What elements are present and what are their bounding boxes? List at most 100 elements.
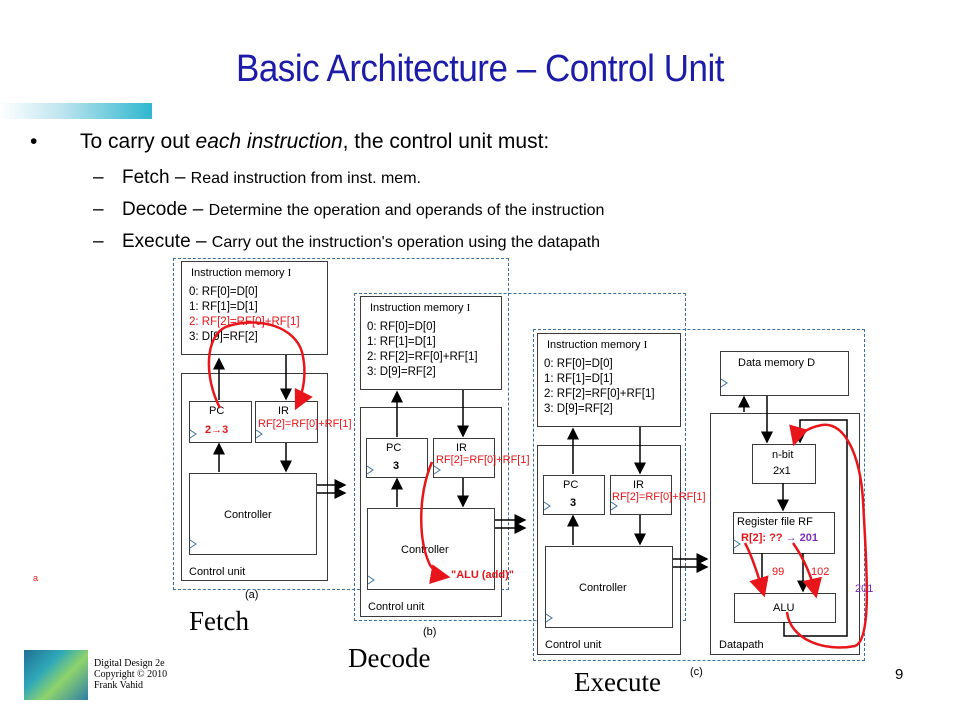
- bullet-glyph: •: [30, 130, 38, 153]
- register-arrow: →: [785, 532, 797, 544]
- phase-execute: Execute: [574, 667, 661, 697]
- clock-marker: [367, 575, 375, 585]
- pc-label: PC: [563, 479, 579, 491]
- control-unit-label: Control unit: [545, 639, 602, 651]
- panel-a-ir-value: RF[2]=RF[0]+RF[1]: [258, 418, 352, 430]
- footer-book: Digital Design 2e: [94, 658, 165, 669]
- data-memory: Data memory D: [720, 351, 849, 396]
- ir-label: IR: [633, 479, 644, 491]
- panel-c-controller: Controller: [545, 546, 673, 628]
- imem-symbol: I: [643, 339, 648, 351]
- dash: –: [174, 167, 186, 188]
- pc-label: PC: [386, 442, 402, 454]
- main-bullet-text: To carry out each instruction, the contr…: [80, 130, 549, 154]
- dash: –: [93, 231, 104, 252]
- footer-copyright: Copyright © 2010: [94, 669, 168, 680]
- mux-label-2: 2x1: [773, 465, 791, 477]
- read-operand-b: [791, 542, 822, 599]
- register-entry-new: 201: [799, 532, 819, 544]
- mux-label-1: n-bit: [772, 449, 794, 461]
- phase-decode: Decode: [348, 643, 431, 673]
- clock-marker: [733, 539, 741, 549]
- instruction-line: 1: RF[1]=D[1]: [367, 336, 436, 348]
- instruction-line: 2: RF[2]=RF[0]+RF[1]: [544, 388, 655, 400]
- controller-label: Controller: [579, 582, 627, 594]
- pc-value: 3: [570, 497, 577, 509]
- main-emph: each instruction: [195, 130, 343, 153]
- imem-title: Instruction memory I: [547, 339, 647, 351]
- instruction-line: 0: RF[0]=D[0]: [544, 358, 613, 370]
- register-entry-old: R[2]: ??: [741, 532, 783, 544]
- alu-op-label: "ALU (add)": [451, 569, 514, 581]
- instruction-line: 3: D[9]=RF[2]: [367, 366, 436, 378]
- panel-b-frame: [354, 293, 686, 621]
- sub-name: Decode: [122, 199, 188, 220]
- imem-symbol: I: [466, 302, 471, 314]
- writeback-arrow: [785, 423, 869, 649]
- controller-label: Controller: [224, 509, 272, 521]
- clock-marker: [720, 378, 728, 388]
- instruction-line: 2: RF[2]=RF[0]+RF[1]: [367, 351, 478, 363]
- clock-marker: [545, 613, 553, 623]
- instruction-line: 1: RF[1]=D[1]: [189, 301, 258, 313]
- read-operand-a: [743, 542, 769, 598]
- imem-title: Instruction memory I: [370, 302, 470, 314]
- panel-a-caption: (a): [245, 589, 259, 601]
- decode-arrow: [420, 461, 451, 584]
- dash: –: [93, 167, 104, 188]
- register-entry: R[2]: ?? → 201: [741, 532, 818, 544]
- wire: [783, 419, 848, 637]
- pc-value: 3: [393, 460, 400, 472]
- phase-fetch: Fetch: [189, 606, 249, 636]
- instruction-line: 1: RF[1]=D[1]: [544, 373, 613, 385]
- clock-marker: [255, 429, 263, 439]
- imem-label: Instruction memory: [547, 339, 641, 351]
- footer-credits: Digital Design 2e Copyright © 2010 Frank…: [94, 658, 167, 691]
- dash: –: [192, 199, 204, 220]
- imem-symbol: I: [287, 267, 292, 279]
- sub-desc: Carry out the instruction's operation us…: [211, 234, 600, 251]
- panel-c-ir-value: RF[2]=RF[0]+RF[1]: [612, 491, 706, 503]
- alu-result: 201: [855, 583, 874, 595]
- panel-c-instruction-memory: Instruction memory I 0: RF[0]=D[0] 1: RF…: [537, 333, 681, 427]
- panel-a-pc: PC 2→3: [189, 401, 252, 443]
- panel-b-caption: (b): [423, 626, 437, 638]
- title-stripe: [0, 103, 152, 119]
- dash: –: [93, 199, 104, 220]
- panel-a-instruction-memory: Instruction memory I 0: RF[0]=D[0] 1: RF…: [181, 261, 328, 355]
- sub-name: Execute: [122, 231, 191, 252]
- instruction-list: 0: RF[0]=D[0] 1: RF[1]=D[1] 2: RF[2]=RF[…: [367, 320, 478, 380]
- imem-title: Instruction memory I: [191, 267, 291, 279]
- instruction-line: 3: D[9]=RF[2]: [544, 403, 613, 415]
- main-suffix: , the control unit must:: [342, 130, 550, 153]
- sub-bullet-decode: –Decode – Determine the operation and op…: [93, 199, 604, 221]
- dash: –: [195, 231, 207, 252]
- slide-title: Basic Architecture – Control Unit: [235, 48, 725, 90]
- instruction-line: 0: RF[0]=D[0]: [189, 286, 258, 298]
- imem-label: Instruction memory: [370, 302, 464, 314]
- panel-a-frame: [173, 258, 509, 590]
- register-file-label: Register file RF: [737, 516, 813, 528]
- sub-desc: Read instruction from inst. mem.: [190, 170, 421, 187]
- main-prefix: To carry out: [80, 130, 196, 153]
- clock-marker: [189, 539, 197, 549]
- operand-b: 102: [811, 566, 830, 578]
- footer-author: Frank Vahid: [94, 680, 143, 691]
- clock-marker: [610, 501, 618, 511]
- page-number: 9: [895, 666, 904, 683]
- ir-label: IR: [278, 405, 289, 417]
- panel-c-caption: (c): [690, 666, 703, 678]
- clock-marker: [366, 465, 374, 475]
- panel-a-controller: Controller: [189, 473, 317, 555]
- panel-b-pc: PC 3: [366, 438, 428, 478]
- register-file: Register file RF R[2]: ?? → 201: [733, 512, 835, 554]
- ir-label: IR: [456, 442, 467, 454]
- pc-label: PC: [209, 405, 225, 417]
- control-unit-label: Control unit: [368, 601, 425, 613]
- panel-c-frame: [533, 329, 865, 661]
- instruction-line: 0: RF[0]=D[0]: [367, 321, 436, 333]
- panel-b-instruction-memory: Instruction memory I 0: RF[0]=D[0] 1: RF…: [360, 296, 502, 390]
- sub-desc: Determine the operation and operands of …: [208, 202, 605, 219]
- clock-marker: [543, 501, 551, 511]
